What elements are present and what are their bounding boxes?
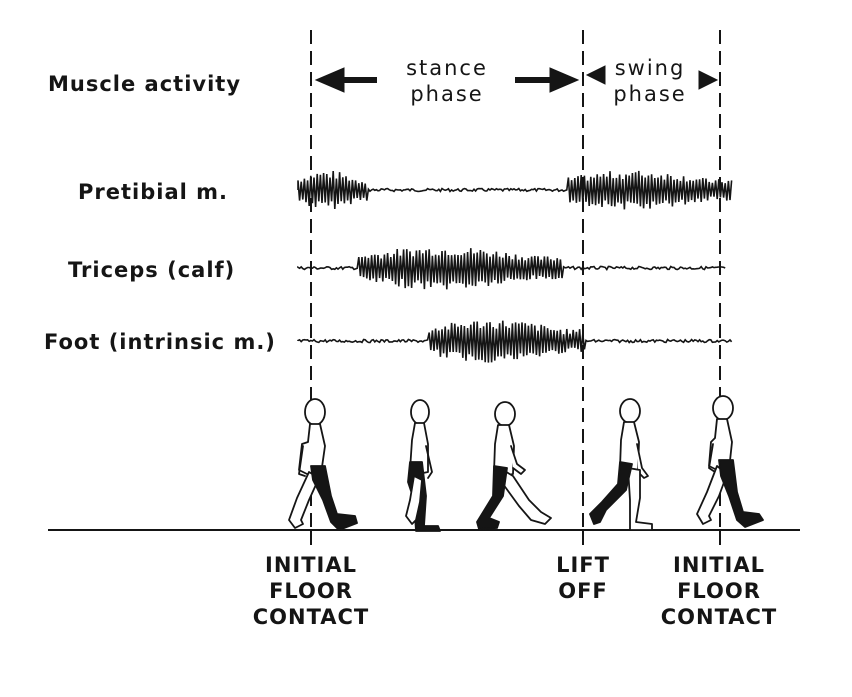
event-label-line: CONTACT (252, 605, 370, 629)
stance-phase-label: stance phase (392, 55, 502, 107)
event-label-line: INITIAL (265, 553, 357, 577)
event-label-initial-floor-contact-2: INITIAL FLOOR CONTACT (648, 552, 790, 630)
event-label-line: CONTACT (660, 605, 778, 629)
walker-figure-4 (589, 398, 653, 531)
stance-phase-line2: phase (410, 82, 484, 106)
stance-phase-arrow (314, 67, 580, 93)
muscle-activity-label: Muscle activity (48, 72, 242, 96)
swing-phase-arrow (585, 65, 719, 90)
emg-trace-foot (297, 320, 733, 363)
event-label-line: FLOOR (269, 579, 353, 603)
muscle-label-pretibial: Pretibial m. (78, 180, 228, 204)
event-label-initial-floor-contact-1: INITIAL FLOOR CONTACT (240, 552, 382, 630)
walker-figure-1 (288, 398, 358, 531)
swing-phase-line2: phase (613, 82, 687, 106)
walking-figures (288, 395, 764, 532)
event-label-line: LIFT (556, 553, 610, 577)
emg-traces (297, 170, 733, 363)
muscle-label-triceps: Triceps (calf) (68, 258, 236, 282)
event-label-line: FLOOR (677, 579, 761, 603)
walker-figure-5 (696, 395, 764, 528)
emg-trace-pretibial (297, 170, 733, 210)
stance-phase-line1: stance (406, 56, 488, 80)
event-label-line: INITIAL (673, 553, 765, 577)
muscle-label-foot: Foot (intrinsic m.) (44, 330, 276, 354)
event-label-lift-off: LIFT OFF (548, 552, 618, 604)
swing-phase-line1: swing (614, 56, 686, 80)
event-label-line: OFF (558, 579, 608, 603)
walker-figure-3 (476, 401, 552, 530)
walker-figure-2 (405, 399, 441, 532)
swing-phase-label: swing phase (596, 55, 704, 107)
emg-trace-triceps (297, 248, 726, 290)
